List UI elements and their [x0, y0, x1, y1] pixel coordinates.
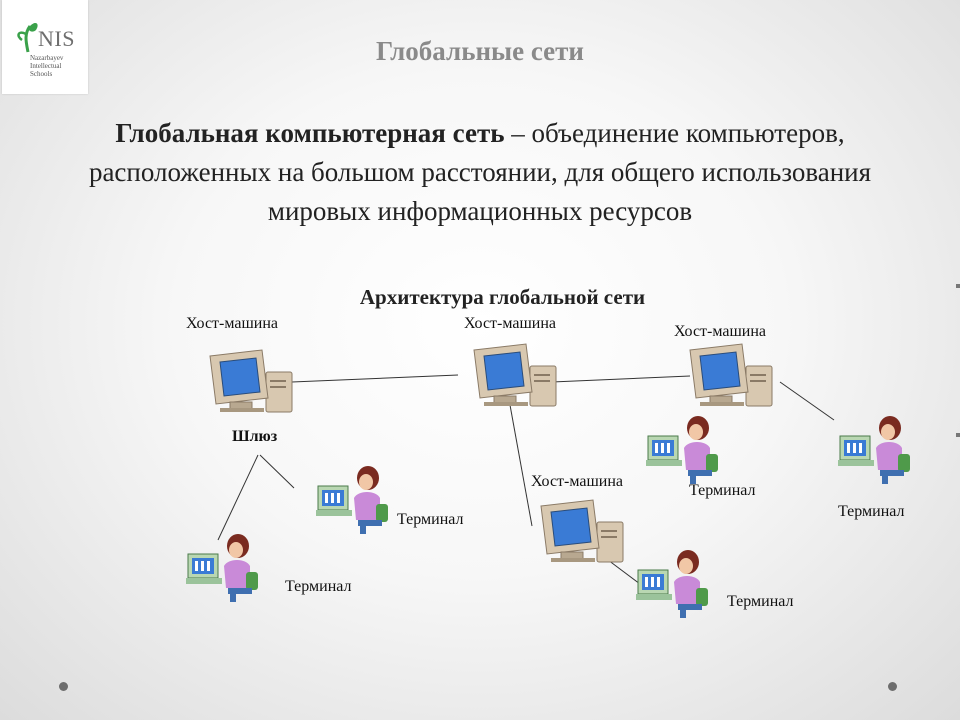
link-host3-terminal4: [779, 381, 835, 421]
terminal-1-user-icon: [184, 530, 262, 607]
host-3-computer-icon: [686, 340, 778, 413]
link-gateway-terminal2: [259, 454, 295, 489]
host-4-label: Хост-машина: [531, 473, 624, 490]
terminal-3-label: Терминал: [689, 482, 756, 499]
terminal-5-user-icon: [634, 546, 712, 623]
terminal-3-user-icon: [644, 412, 722, 489]
host-1-computer-icon: [206, 346, 298, 419]
gateway-label: Шлюз: [232, 428, 278, 445]
terminal-2-label: Терминал: [397, 511, 464, 528]
terminal-5-label: Терминал: [727, 593, 794, 610]
terminal-4-label: Терминал: [838, 503, 905, 520]
host-1-label: Хост-машина: [186, 315, 279, 332]
terminal-2-user-icon: [314, 462, 392, 539]
edge-mark-top: [956, 284, 960, 288]
edge-mark-bottom: [956, 433, 960, 437]
host-2-computer-icon: [470, 340, 562, 413]
slide-title: Глобальные сети: [376, 36, 584, 66]
nis-leaf-icon: [17, 23, 38, 53]
corner-dot-left: [59, 682, 68, 691]
diagram-title: Архитектура глобальной сети: [359, 285, 646, 309]
link-host2-host3: [551, 375, 691, 383]
link-host1-host2: [291, 374, 459, 383]
host-4-computer-icon: [537, 496, 629, 569]
terminal-1-label: Терминал: [285, 578, 352, 595]
link-gateway-terminal1: [217, 454, 259, 541]
corner-dot-right: [888, 682, 897, 691]
host-3-label: Хост-машина: [674, 323, 767, 340]
logo-subtitle: Nazarbayev Intellectual Schools: [30, 54, 64, 78]
nis-logo: NIS Nazarbayev Intellectual Schools: [2, 0, 88, 94]
definition-term: Глобальная компьютерная сеть: [115, 118, 505, 148]
link-host2-host4: [509, 404, 533, 527]
definition-body: – объединение компьютеров, расположенных…: [88, 118, 872, 226]
logo-brand: NIS: [38, 26, 75, 51]
definition-text: Глобальная компьютерная сеть – объединен…: [40, 114, 920, 231]
terminal-4-user-icon: [836, 412, 914, 489]
host-2-label: Хост-машина: [464, 315, 557, 332]
